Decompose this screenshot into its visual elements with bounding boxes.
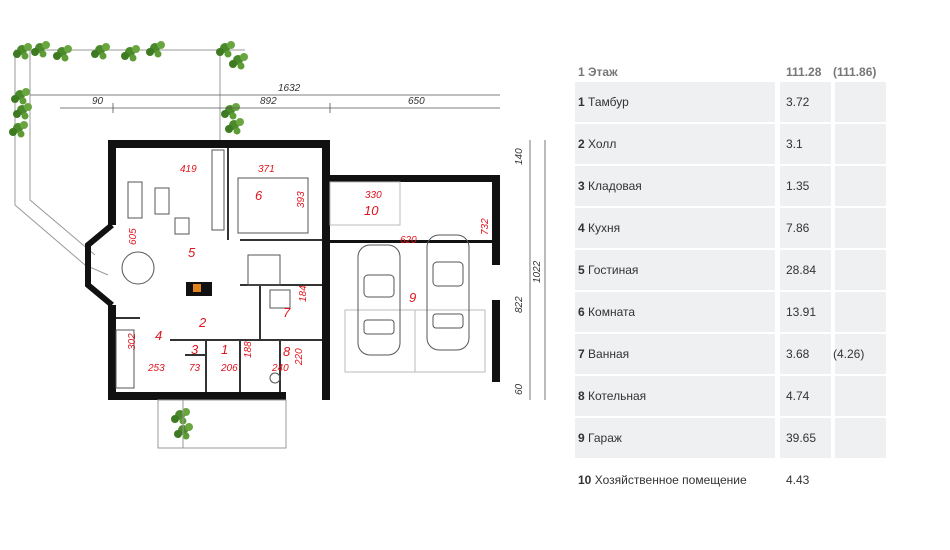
table-row: 2 Холл 3.1	[575, 124, 890, 166]
fireplace	[186, 282, 212, 296]
room-dim-220: 220	[294, 348, 305, 366]
room-name: Холл	[588, 137, 617, 151]
table-row: 10 Хозяйственное помещение 4.43	[575, 460, 890, 500]
room-area: 28.84	[786, 263, 817, 277]
room-name: Котельная	[588, 389, 647, 403]
room-dim-393: 393	[296, 191, 307, 208]
room-area: 3.68	[786, 347, 810, 361]
table-row: 1 Тамбур 3.72	[575, 82, 890, 124]
room-num: 1	[578, 95, 585, 109]
room-dim-620: 620	[400, 235, 417, 246]
room-dim-605: 605	[128, 228, 139, 245]
floor-total-area: 111.28	[786, 65, 822, 79]
room-number-9: 9	[409, 290, 416, 305]
room-num: 2	[578, 137, 585, 151]
room-area: 39.65	[786, 431, 817, 445]
room-number-8: 8	[283, 344, 291, 359]
floor-plan: 1632 90 892 650 140 1022 822 60	[9, 41, 546, 449]
room-num: 6	[578, 305, 585, 319]
room-area: 4.43	[786, 473, 810, 487]
table-row: 3 Кладовая 1.35	[575, 166, 890, 208]
room-num: 10	[578, 473, 592, 487]
dim-house-width: 892	[260, 96, 277, 107]
car-left	[357, 244, 401, 356]
dim-total-width: 1632	[278, 83, 301, 94]
garage-lines	[329, 181, 486, 373]
room-num: 9	[578, 431, 585, 445]
floor-label: 1 Этаж	[578, 65, 618, 79]
room-dim-73: 73	[189, 363, 201, 374]
room-dim-253: 253	[147, 363, 165, 374]
room-number-6: 6	[255, 188, 263, 203]
room-num: 5	[578, 263, 585, 277]
room-num: 8	[578, 389, 585, 403]
table-row: 5 Гостиная 28.84	[575, 250, 890, 292]
room-number-10: 10	[364, 203, 379, 218]
room-number-4: 4	[155, 328, 162, 343]
dim-left-offset: 90	[92, 96, 104, 107]
living-furniture	[115, 149, 309, 389]
room-number-3: 3	[191, 342, 199, 357]
room-name: Комната	[588, 305, 636, 319]
interior-partitions	[116, 148, 322, 392]
room-num: 3	[578, 179, 585, 193]
room-area: 7.86	[786, 221, 810, 235]
room-dim-330: 330	[365, 190, 382, 201]
room-number-2: 2	[198, 315, 207, 330]
floor-total-alt: (111.86)	[833, 65, 877, 79]
dim-right-top: 140	[514, 148, 525, 165]
front-steps	[157, 399, 287, 449]
room-name: Ванная	[588, 347, 630, 361]
top-dimension-lines	[30, 94, 500, 113]
room-dim-184: 184	[298, 285, 309, 302]
dim-right-total: 1022	[532, 260, 543, 283]
room-area: 3.1	[786, 137, 803, 151]
room-dim-188: 188	[243, 341, 254, 358]
bay-window	[85, 222, 114, 308]
room-num: 7	[578, 347, 585, 361]
room-area: 1.35	[786, 179, 810, 193]
room-name: Тамбур	[588, 95, 629, 109]
room-area: 3.72	[786, 95, 810, 109]
room-dim-240: 240	[271, 363, 289, 374]
room-area: 4.74	[786, 389, 810, 403]
room-num: 4	[578, 221, 585, 235]
table-row: 6 Комната 13.91	[575, 292, 890, 334]
room-dim-732: 732	[480, 218, 491, 235]
room-alt-area: (4.26)	[833, 347, 865, 361]
dim-right-main: 822	[514, 296, 525, 313]
table-row: 8 Котельная 4.74	[575, 376, 890, 418]
table-row: 9 Гараж 39.65	[575, 418, 890, 460]
house-walls	[108, 140, 500, 400]
room-dim-419: 419	[180, 164, 197, 175]
room-dim-371: 371	[258, 164, 275, 175]
dim-garage-width: 650	[408, 96, 425, 107]
table-row: 7 Ванная 3.68 (4.26)	[575, 334, 890, 376]
room-name: Кухня	[588, 221, 621, 235]
room-number-5: 5	[188, 245, 196, 260]
room-area: 13.91	[786, 305, 817, 319]
room-name: Хозяйственное помещение	[594, 473, 747, 487]
room-name: Гараж	[588, 431, 622, 445]
room-name: Кладовая	[588, 179, 642, 193]
table-row: 4 Кухня 7.86	[575, 208, 890, 250]
room-dim-302: 302	[127, 333, 138, 350]
room-number-1: 1	[221, 342, 228, 357]
room-dim-206: 206	[220, 363, 238, 374]
right-dimension-lines	[529, 140, 546, 400]
room-number-7: 7	[283, 305, 291, 320]
room-name: Гостиная	[588, 263, 639, 277]
dim-right-bottom: 60	[514, 383, 525, 395]
table-header: 1 Этаж 111.28 (111.86)	[575, 62, 890, 82]
area-table: 1 Этаж 111.28 (111.86) 1 Тамбур 3.72 2 Х…	[575, 62, 890, 500]
car-right	[426, 234, 470, 351]
